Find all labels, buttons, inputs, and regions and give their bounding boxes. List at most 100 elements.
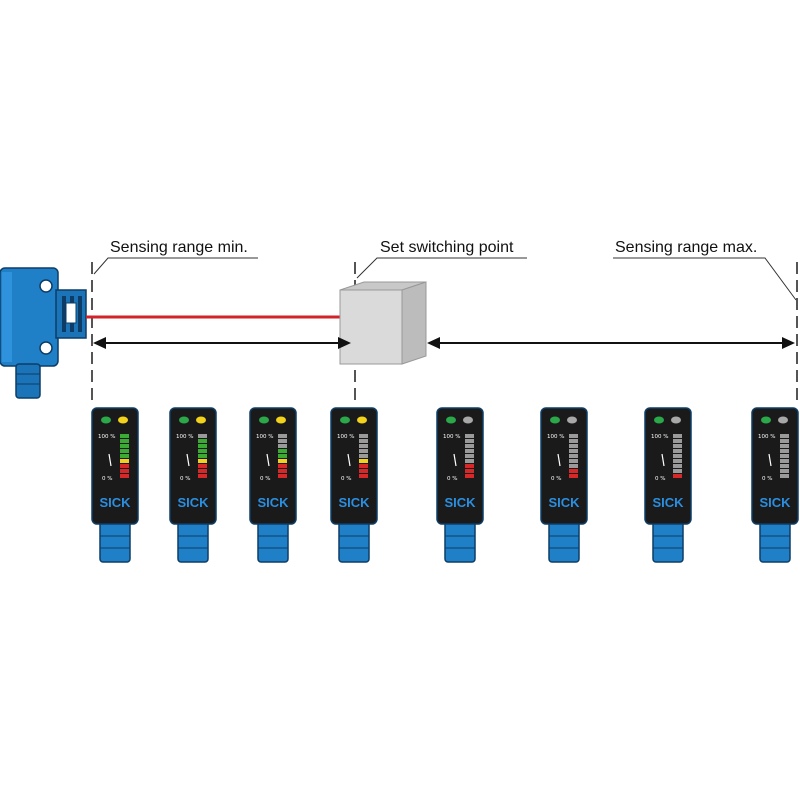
bar-segment: [198, 439, 207, 443]
bar-segment: [569, 459, 578, 463]
led-yellow-icon: [671, 416, 681, 424]
bar-segment: [278, 434, 287, 438]
sick-logo: SICK: [257, 495, 289, 510]
bar-segment: [465, 454, 474, 458]
scale-top-label: 100 %: [547, 434, 564, 440]
arrow-min-to-switch: [93, 337, 351, 349]
indicator-unit: 100 %0 %SICK: [330, 407, 378, 563]
bar-segment: [359, 444, 368, 448]
target-object: [339, 281, 427, 365]
bar-segment: [465, 469, 474, 473]
scale-bottom-label: 0 %: [655, 476, 665, 482]
bar-segment: [359, 464, 368, 468]
bar-segment: [120, 434, 129, 438]
bar-segment: [780, 469, 789, 473]
scale-top-label: 100 %: [443, 434, 460, 440]
led-green-icon: [179, 416, 189, 424]
bar-segment: [120, 454, 129, 458]
bar-segment: [278, 459, 287, 463]
bar-segment: [569, 474, 578, 478]
bar-segment: [673, 474, 682, 478]
bar-segment: [780, 459, 789, 463]
bar-segment: [465, 474, 474, 478]
bar-segment: [569, 469, 578, 473]
led-yellow-icon: [276, 416, 286, 424]
bar-segment: [198, 474, 207, 478]
indicator-unit: 100 %0 %SICK: [540, 407, 588, 563]
bar-segment: [120, 449, 129, 453]
sick-logo: SICK: [548, 495, 580, 510]
led-yellow-icon: [778, 416, 788, 424]
indicator-unit: 100 % 0 % SICK: [644, 407, 692, 563]
bar-segment: [198, 454, 207, 458]
bar-segment: [278, 444, 287, 448]
bar-segment: [278, 469, 287, 473]
bar-segment: [198, 449, 207, 453]
bar-segment: [569, 434, 578, 438]
bar-segment: [780, 449, 789, 453]
sick-logo: SICK: [444, 495, 476, 510]
bar-segment: [569, 454, 578, 458]
leader-max: [613, 257, 797, 301]
led-yellow-icon: [357, 416, 367, 424]
indicator-unit: 100 %0 %SICK: [436, 407, 484, 563]
bar-segment: [278, 454, 287, 458]
bar-segment: [673, 469, 682, 473]
sick-logo: SICK: [652, 495, 684, 510]
led-green-icon: [761, 416, 771, 424]
bar-segment: [359, 474, 368, 478]
bar-segment: [198, 459, 207, 463]
connector: [177, 519, 209, 563]
connector: [99, 519, 131, 563]
led-green-icon: [654, 416, 664, 424]
scale-top-label: 100 %: [256, 434, 273, 440]
bar-segment: [359, 439, 368, 443]
connector: [338, 519, 370, 563]
scale-top-label: 100 %: [176, 434, 193, 440]
bar-segment: [673, 454, 682, 458]
led-green-icon: [446, 416, 456, 424]
indicator-unit: 100 %0 %SICK: [91, 407, 139, 563]
needle-icon: [768, 453, 772, 467]
bar-segment: [278, 439, 287, 443]
scale-bottom-label: 0 %: [341, 476, 351, 482]
scale-top-label: 100 %: [337, 434, 354, 440]
label-sensing-range-min: Sensing range min.: [110, 239, 248, 256]
bar-segment: [673, 434, 682, 438]
connector: [257, 519, 289, 563]
scale-bottom-label: 0 %: [260, 476, 270, 482]
led-yellow-icon: [118, 416, 128, 424]
bar-segment: [278, 474, 287, 478]
bar-segment: [465, 439, 474, 443]
scale-top-label: 100 %: [758, 434, 775, 440]
scale-bottom-label: 0 %: [180, 476, 190, 482]
sick-logo: SICK: [177, 495, 209, 510]
indicator-unit: 100 % 0 % SICK: [249, 407, 297, 563]
bar-segment: [465, 434, 474, 438]
needle-icon: [347, 453, 351, 467]
sick-logo: SICK: [759, 495, 791, 510]
bar-segment: [278, 464, 287, 468]
bar-segment: [673, 444, 682, 448]
bar-segment: [359, 469, 368, 473]
led-green-icon: [550, 416, 560, 424]
arrow-switch-to-max: [427, 337, 795, 349]
bar-segment: [465, 464, 474, 468]
bar-segment: [780, 474, 789, 478]
bar-segment: [198, 434, 207, 438]
bar-segment: [359, 434, 368, 438]
scale-top-label: 100 %: [651, 434, 668, 440]
bar-segment: [198, 469, 207, 473]
needle-icon: [108, 453, 112, 467]
connector: [548, 519, 580, 563]
indicator-unit: 100 %0 %SICK: [751, 407, 799, 563]
bar-segment: [569, 444, 578, 448]
leader-switch: [356, 257, 527, 279]
led-yellow-icon: [463, 416, 473, 424]
led-green-icon: [101, 416, 111, 424]
bar-segment: [673, 439, 682, 443]
needle-icon: [661, 453, 665, 467]
led-green-icon: [340, 416, 350, 424]
bar-segment: [780, 434, 789, 438]
scale-bottom-label: 0 %: [102, 476, 112, 482]
